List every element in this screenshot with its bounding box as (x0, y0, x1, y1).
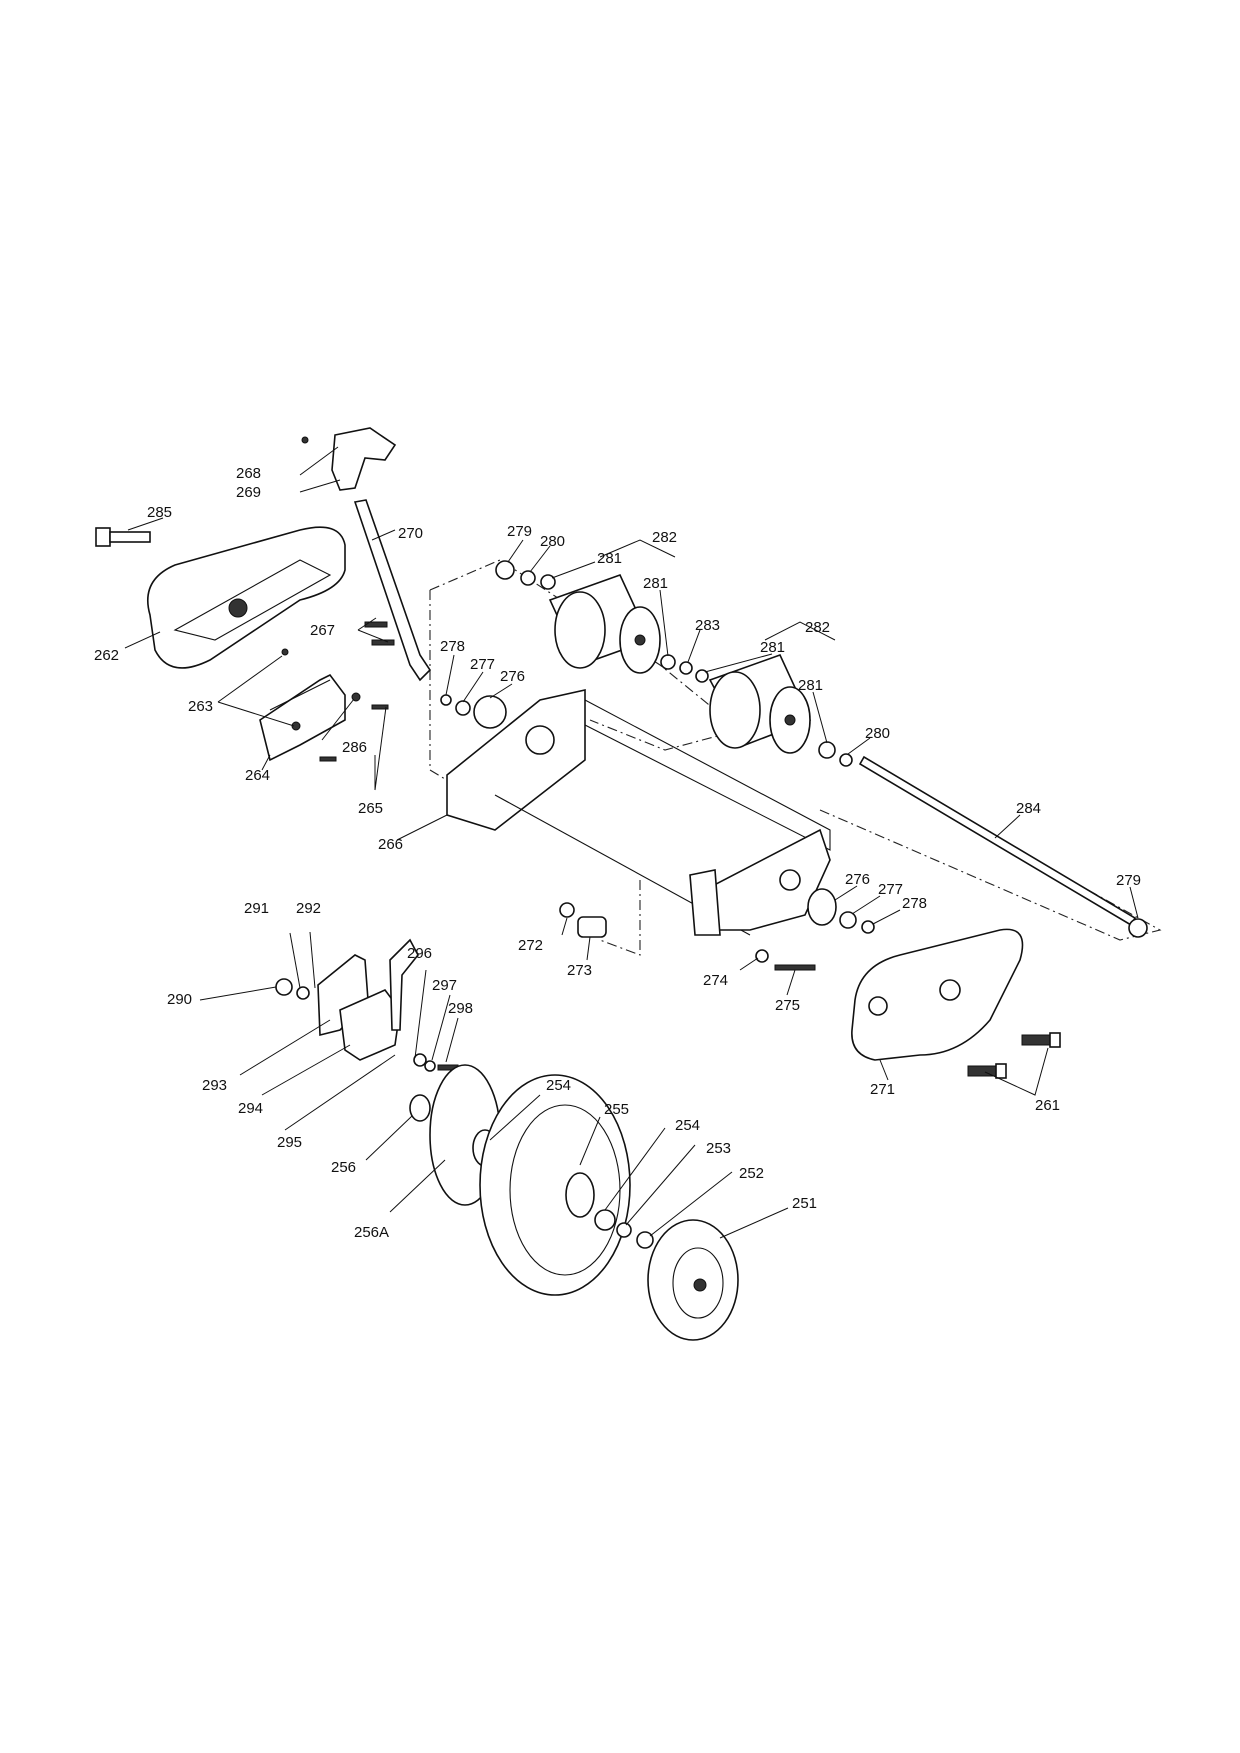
part-269-handle-knob (301, 427, 397, 491)
assembly-centerline-left (429, 590, 481, 801)
part-262-left-belt-cover (146, 526, 346, 669)
callout-294: 294 (238, 1100, 263, 1117)
part-276-277-278-right (807, 888, 875, 934)
part-251-hub-cap (647, 1219, 739, 1341)
part-293-height-adjuster (275, 938, 459, 1072)
part-264-bracket (259, 648, 389, 762)
part-279-281-283-washers (495, 560, 853, 767)
callout-254-lower: 254 (675, 1117, 700, 1134)
callout-264: 264 (245, 767, 270, 784)
leader-lines (124, 446, 1139, 1239)
callout-293: 293 (202, 1077, 227, 1094)
part-284-rear-axle (858, 755, 1148, 938)
callout-256A: 256A (354, 1224, 389, 1241)
callout-292: 292 (296, 900, 321, 917)
callout-267: 267 (310, 622, 335, 639)
part-276-277-278-upper-left (440, 694, 507, 729)
callout-273: 273 (567, 962, 592, 979)
part-271-right-cover (851, 928, 1024, 1061)
callout-280-lower: 280 (865, 725, 890, 742)
part-272-273-bushing (559, 902, 607, 938)
callout-280-upper: 280 (540, 533, 565, 550)
part-274-275-bolt (755, 949, 816, 971)
callout-277-upper: 277 (470, 656, 495, 673)
part-270-height-lever (353, 499, 432, 682)
callout-270: 270 (398, 525, 423, 542)
callout-298: 298 (448, 1000, 473, 1017)
part-252-253-254-hardware (594, 1209, 654, 1249)
callout-281-d: 281 (798, 677, 823, 694)
callout-284: 284 (1016, 800, 1041, 817)
callout-272: 272 (518, 937, 543, 954)
callout-276-lower: 276 (845, 871, 870, 888)
callout-255: 255 (604, 1101, 629, 1118)
part-266-axle-frame (446, 689, 831, 936)
callout-254-upper: 254 (546, 1077, 571, 1094)
callout-261: 261 (1035, 1097, 1060, 1114)
assembly-centerline-right (819, 809, 1162, 941)
callout-262: 262 (94, 647, 119, 664)
callout-281-c: 281 (760, 639, 785, 656)
callout-282-b: 282 (805, 619, 830, 636)
callout-282-a: 282 (652, 529, 677, 546)
assembly-centerline-lower (599, 880, 641, 956)
callout-286: 286 (342, 739, 367, 756)
callout-266: 266 (378, 836, 403, 853)
callout-297: 297 (432, 977, 457, 994)
part-256-bushing (409, 1094, 431, 1122)
part-261-bolts (967, 1032, 1061, 1079)
callout-277-lower: 277 (878, 881, 903, 898)
assembly-centerline-upper (429, 559, 742, 751)
callout-252: 252 (739, 1165, 764, 1182)
callout-256: 256 (331, 1159, 356, 1176)
part-282-roller-right (708, 654, 812, 754)
callout-283: 283 (695, 617, 720, 634)
callout-290: 290 (167, 991, 192, 1008)
callout-281-a: 281 (597, 550, 622, 567)
callout-275: 275 (775, 997, 800, 1014)
callout-291: 291 (244, 900, 269, 917)
part-285-bolt (95, 527, 151, 547)
part-282-roller-left (548, 574, 661, 674)
callout-278-upper: 278 (440, 638, 465, 655)
callout-281-b: 281 (643, 575, 668, 592)
callout-296: 296 (407, 945, 432, 962)
callout-295: 295 (277, 1134, 302, 1151)
callout-269: 269 (236, 484, 261, 501)
callout-271: 271 (870, 1081, 895, 1098)
callout-274: 274 (703, 972, 728, 989)
callout-279-upper: 279 (507, 523, 532, 540)
callout-265: 265 (358, 800, 383, 817)
callout-263: 263 (188, 698, 213, 715)
callout-279-lower: 279 (1116, 872, 1141, 889)
part-267-bolts (364, 621, 395, 646)
callout-285: 285 (147, 504, 172, 521)
callout-251: 251 (792, 1195, 817, 1212)
callout-268: 268 (236, 465, 261, 482)
callout-276-upper: 276 (500, 668, 525, 685)
callout-253: 253 (706, 1140, 731, 1157)
callout-278-lower: 278 (902, 895, 927, 912)
